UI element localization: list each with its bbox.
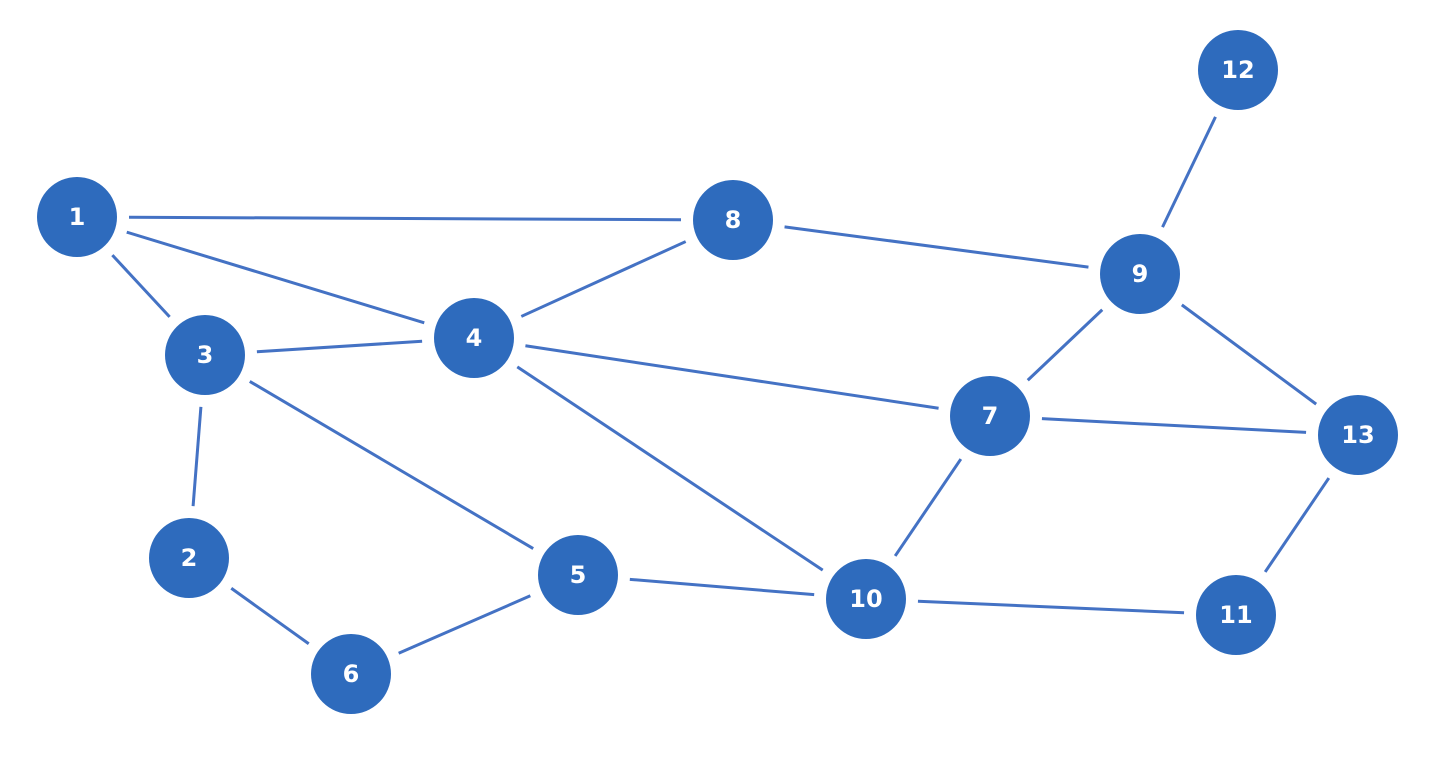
edge-7-13 <box>1041 417 1307 434</box>
node-7: 7 <box>950 376 1030 456</box>
node-circle <box>693 180 773 260</box>
node-6: 6 <box>311 634 391 714</box>
edge-3-2 <box>191 406 203 507</box>
node-circle <box>1100 234 1180 314</box>
node-10: 10 <box>826 559 906 639</box>
edge-4-8 <box>520 240 687 318</box>
node-5: 5 <box>538 535 618 615</box>
node-3: 3 <box>165 315 245 395</box>
edge-2-6 <box>230 587 310 645</box>
edge-4-10 <box>516 365 824 572</box>
node-circle <box>434 298 514 378</box>
edge-4-7 <box>525 344 939 410</box>
node-label: 4 <box>466 324 483 352</box>
node-13: 13 <box>1318 395 1398 475</box>
node-8: 8 <box>693 180 773 260</box>
edge-8-9 <box>784 225 1089 269</box>
node-label: 13 <box>1341 421 1374 449</box>
edge-1-3 <box>111 254 171 318</box>
node-circle <box>37 177 117 257</box>
node-circle <box>1318 395 1398 475</box>
node-circle <box>311 634 391 714</box>
edge-6-5 <box>398 594 531 655</box>
node-label: 2 <box>181 544 198 572</box>
node-label: 5 <box>570 561 587 589</box>
node-label: 9 <box>1132 260 1149 288</box>
edges-layer <box>111 116 1331 655</box>
node-circle <box>165 315 245 395</box>
edge-9-12 <box>1161 116 1217 228</box>
node-label: 1 <box>69 203 86 231</box>
node-circle <box>1198 30 1278 110</box>
node-11: 11 <box>1196 575 1276 655</box>
edge-3-5 <box>249 380 534 550</box>
edge-1-8 <box>128 215 682 222</box>
node-label: 6 <box>343 660 360 688</box>
edge-7-10 <box>893 458 963 557</box>
edge-11-13 <box>1263 477 1331 573</box>
edge-1-4 <box>126 230 425 325</box>
node-label: 11 <box>1219 601 1252 629</box>
node-label: 8 <box>725 206 742 234</box>
node-1: 1 <box>37 177 117 257</box>
edge-5-10 <box>629 577 815 597</box>
node-9: 9 <box>1100 234 1180 314</box>
node-4: 4 <box>434 298 514 378</box>
edge-3-4 <box>256 339 423 354</box>
node-label: 10 <box>849 585 882 613</box>
node-2: 2 <box>149 518 229 598</box>
edge-9-13 <box>1180 303 1318 406</box>
node-circle <box>1196 575 1276 655</box>
node-label: 3 <box>197 341 214 369</box>
node-circle <box>538 535 618 615</box>
node-circle <box>826 559 906 639</box>
node-12: 12 <box>1198 30 1278 110</box>
node-label: 12 <box>1221 56 1254 84</box>
edge-9-7 <box>1026 308 1104 382</box>
node-label: 7 <box>982 402 999 430</box>
edge-10-11 <box>917 599 1185 615</box>
node-circle <box>149 518 229 598</box>
node-circle <box>950 376 1030 456</box>
